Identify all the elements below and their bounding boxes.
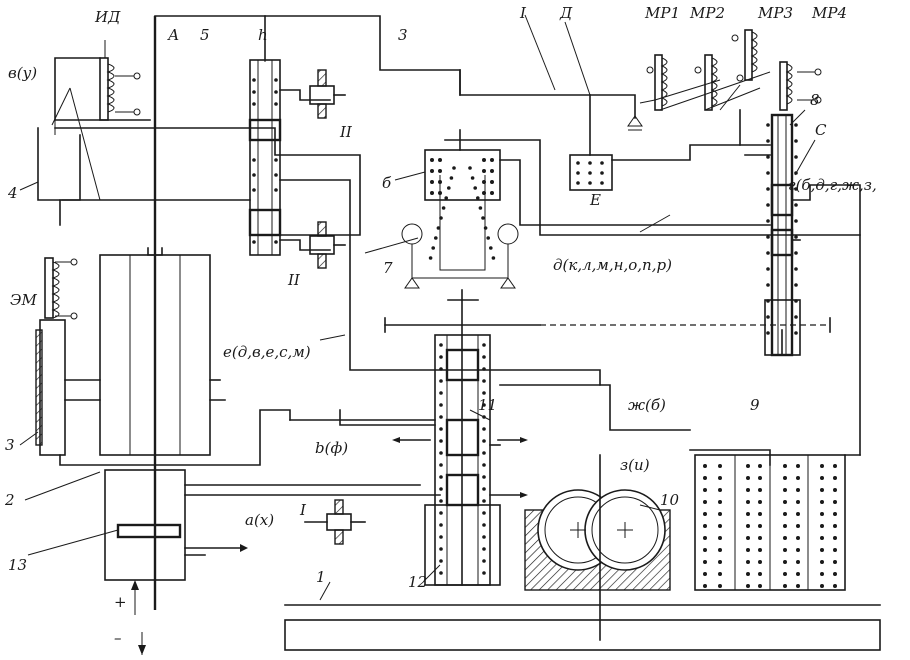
relay-group <box>639 29 822 146</box>
line-e <box>611 144 771 161</box>
label-3b: 3 <box>5 436 15 454</box>
governor-7 <box>401 166 519 301</box>
label-12: 12 <box>408 573 427 591</box>
label-b-f: b(ф) <box>315 439 348 457</box>
spool-block-12 <box>424 504 501 586</box>
label-5: 5 <box>200 26 210 44</box>
label-minus: – <box>114 629 122 647</box>
relay-mp3 <box>731 29 758 82</box>
label-id: ИД <box>94 8 121 26</box>
label-8: 8 <box>810 91 820 109</box>
label-h: h <box>258 26 268 44</box>
label-e-cap: Е <box>589 191 601 209</box>
block-9 <box>689 449 861 591</box>
main-rod <box>147 16 163 610</box>
label-7: 7 <box>383 259 393 277</box>
block-d <box>569 154 613 191</box>
label-plus: + <box>114 593 127 611</box>
label-2: 2 <box>4 491 15 509</box>
label-9: 9 <box>750 396 760 414</box>
cross-bar <box>384 317 831 333</box>
label-zh: ж(б) <box>628 396 666 414</box>
main-cylinder <box>59 254 291 466</box>
pump-10 <box>524 454 671 641</box>
label-e-list: е(д,в,е,с,м) <box>223 343 311 361</box>
label-mr1: МР1 <box>644 4 680 22</box>
label-mr4: МР4 <box>811 4 847 22</box>
label-v-y: в(у) <box>8 64 37 82</box>
valve-block-5 <box>248 15 331 256</box>
block-13 <box>116 523 248 556</box>
throttle-i <box>304 499 366 545</box>
label-a: А <box>167 26 179 44</box>
line-d-list <box>499 159 771 226</box>
relay-mp4 <box>779 61 822 111</box>
solenoid-em <box>44 257 78 320</box>
cylinder-8 <box>764 113 861 456</box>
label-em: ЭМ <box>10 291 37 309</box>
block-2 <box>104 469 441 581</box>
relay-mp2 <box>694 54 718 111</box>
label-10: 10 <box>660 491 680 509</box>
relay-id <box>99 57 141 121</box>
label-z-i: з(и) <box>620 456 650 474</box>
leaders <box>19 14 816 601</box>
label-mr2: МР2 <box>689 4 725 22</box>
cylinder-3 <box>35 319 101 456</box>
top-line-a <box>154 15 636 156</box>
label-roman-i: I <box>519 4 527 22</box>
label-d-list: д(к,л,м,н,о,п,р) <box>553 256 672 274</box>
label-3: 3 <box>398 26 408 44</box>
polarity <box>131 580 146 655</box>
label-a-x: а(х) <box>245 511 274 529</box>
label-mr3: МР3 <box>757 4 793 22</box>
block-b <box>424 129 861 236</box>
labels: ИД А 5 h 3 I Д МР1 МР2 МР3 МР4 в(у) 4 б … <box>4 4 877 647</box>
label-13: 13 <box>8 556 27 574</box>
line-e-list <box>279 179 691 431</box>
base-tank-1 <box>284 604 881 651</box>
throttle-ii-bottom <box>309 221 346 269</box>
label-roman-i-b: I <box>299 501 307 519</box>
label-d: Д <box>559 4 573 22</box>
label-g-list: г(б,д,г,ж,з, <box>788 176 877 194</box>
line-v-y <box>37 57 361 236</box>
label-ii-bottom: II <box>287 271 301 289</box>
label-c-cap: С <box>815 121 827 139</box>
label-11: 11 <box>478 396 497 414</box>
label-b: б <box>382 174 392 192</box>
label-1: 1 <box>316 568 326 586</box>
label-ii-top: II <box>339 123 353 141</box>
relay-mp1 <box>646 54 668 111</box>
throttle-ii-top <box>309 69 346 119</box>
label-4: 4 <box>7 184 18 202</box>
limit-switch-d <box>627 115 643 131</box>
